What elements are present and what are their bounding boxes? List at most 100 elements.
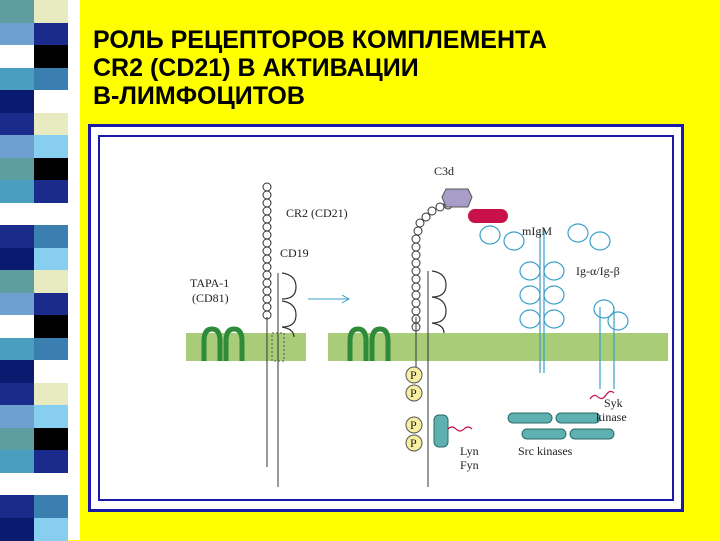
stripe-segment <box>0 158 34 182</box>
cr2-domain-bead <box>412 299 420 307</box>
stripe-segment <box>34 360 68 384</box>
stripe-segment <box>34 68 68 92</box>
igm-fc-domain <box>520 286 540 304</box>
stripe-segment <box>34 495 68 519</box>
label-syk-line2: kinase <box>596 410 627 424</box>
label-cd19: CD19 <box>280 246 309 260</box>
label-migm: mIgM <box>522 224 552 238</box>
stripe-segment <box>34 203 68 227</box>
title-line-1: РОЛЬ РЕЦЕПТОРОВ КОМПЛЕМЕНТА <box>93 26 693 54</box>
igm-fab-domain <box>504 232 524 250</box>
cr2-domain-bead <box>263 239 271 247</box>
cr2-domain-bead <box>263 287 271 295</box>
src-kinase-4 <box>570 429 614 439</box>
phospho-label: P <box>410 436 417 450</box>
igm-fab-domain <box>568 224 588 242</box>
cr2-domain-bead <box>412 267 420 275</box>
stripe-segment <box>34 180 68 204</box>
stripe-segment <box>0 0 34 24</box>
stripe-segment <box>34 23 68 47</box>
stripe-segment <box>0 113 34 137</box>
stripe-segment <box>34 45 68 69</box>
cr2-domain-bead <box>263 223 271 231</box>
stripe-segment <box>0 518 34 541</box>
membrane-right <box>328 333 668 361</box>
cr2-domain-bead <box>412 307 420 315</box>
cr2-domain-bead <box>263 231 271 239</box>
cr2-domain-bead <box>428 207 436 215</box>
cr2-domain-bead <box>412 243 420 251</box>
label-ig-alpha-beta: Ig-α/Ig-β <box>576 264 620 278</box>
label-fyn: Fyn <box>460 458 479 472</box>
stripe-segment <box>0 270 34 294</box>
label-c3d: C3d <box>434 164 454 178</box>
cr2-domain-bead <box>263 255 271 263</box>
ig-alpha-beta-domain <box>608 312 628 330</box>
stripe-segment <box>0 450 34 474</box>
label-cr2: CR2 (CD21) <box>286 206 348 220</box>
stripe-segment <box>34 428 68 452</box>
stripe-segment <box>0 90 34 114</box>
igm-fc-domain <box>544 262 564 280</box>
cr2-domain-bead <box>263 271 271 279</box>
cd19-domains-right <box>432 271 446 333</box>
stripe-segment <box>34 113 68 137</box>
stripe-segment <box>34 270 68 294</box>
stripe-segment <box>34 315 68 339</box>
cr2-domain-bead <box>263 263 271 271</box>
stripe-segment <box>34 405 68 429</box>
igm-fab-domain <box>590 232 610 250</box>
cr2-domain-bead <box>263 303 271 311</box>
stripe-segment <box>34 338 68 362</box>
cr2-domain-bead <box>412 283 420 291</box>
stripe-segment <box>0 68 34 92</box>
label-tapa1-line1: TAPA-1 <box>190 276 229 290</box>
stripe-segment <box>0 315 34 339</box>
stripe-segment <box>34 90 68 114</box>
stripe-segment <box>34 293 68 317</box>
title-line-2: CR2 (CD21) В АКТИВАЦИИ <box>93 54 693 82</box>
stripe-segment <box>34 518 68 541</box>
phospho-label: P <box>410 368 417 382</box>
stripe-segment <box>34 225 68 249</box>
migm-antigen-head <box>468 209 508 223</box>
stripe-segment <box>34 0 68 24</box>
slide-title: РОЛЬ РЕЦЕПТОРОВ КОМПЛЕМЕНТА CR2 (CD21) В… <box>93 26 693 110</box>
cr2-domain-bead <box>263 247 271 255</box>
stripe-segment <box>0 248 34 272</box>
stripe-segment <box>0 495 34 519</box>
stripe-segment <box>0 180 34 204</box>
stripe-segment <box>34 248 68 272</box>
cr2-domain-bead <box>263 295 271 303</box>
stripe-segment <box>0 135 34 159</box>
lyn-fyn-kinase <box>434 415 448 447</box>
cr2-domain-bead <box>263 215 271 223</box>
stripe-segment <box>0 360 34 384</box>
igm-fc-domain <box>544 310 564 328</box>
cr2-domain-bead <box>412 235 420 243</box>
igm-fc-domain <box>520 310 540 328</box>
stripe-segment <box>0 293 34 317</box>
lyn-signal-squiggle <box>448 427 472 431</box>
label-syk-line1: Syk <box>604 396 623 410</box>
cr2-domain-bead <box>412 259 420 267</box>
cr2-domain-bead <box>263 191 271 199</box>
phospho-label: P <box>410 386 417 400</box>
cr2-domain-bead <box>263 279 271 287</box>
cr2-domain-bead <box>412 251 420 259</box>
src-kinase-2 <box>556 413 600 423</box>
stripe-segment <box>34 135 68 159</box>
c3d-fragment <box>442 189 472 207</box>
decorative-stripe <box>0 0 68 540</box>
stripe-segment <box>34 383 68 407</box>
decorative-stripe-edge <box>68 0 80 540</box>
stripe-segment <box>0 225 34 249</box>
cr2-domain-bead <box>416 219 424 227</box>
cr2-domain-bead <box>436 203 444 211</box>
cr2-domain-bead <box>263 207 271 215</box>
cr2-domain-bead <box>412 275 420 283</box>
